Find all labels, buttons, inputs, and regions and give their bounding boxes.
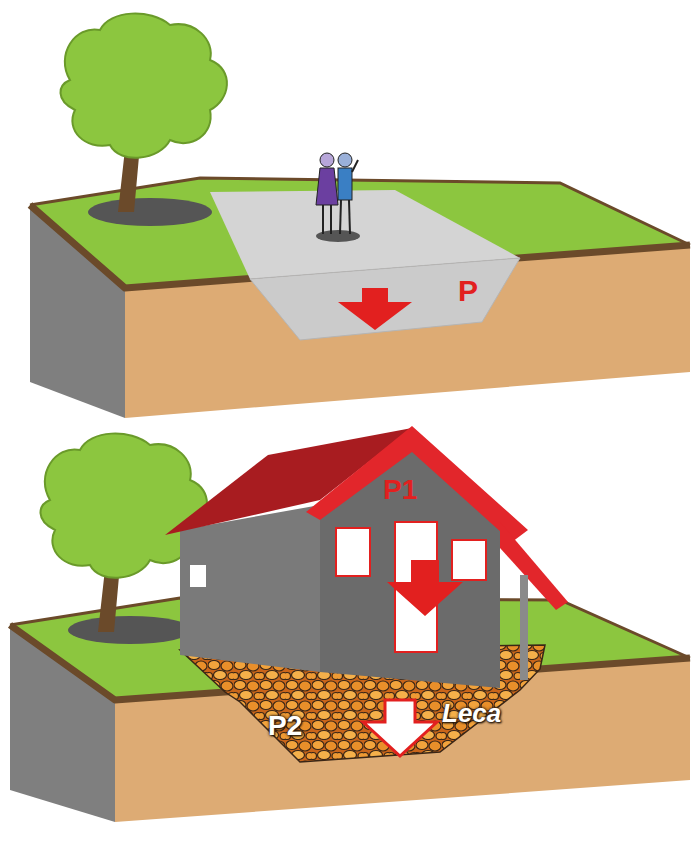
house: [165, 426, 568, 688]
force-label: P1: [383, 476, 417, 504]
brand-watermark: Leca: [442, 700, 501, 726]
force-label: P: [458, 276, 478, 306]
ground-block-top: [30, 178, 690, 418]
tree-top: [60, 14, 226, 226]
force-label: P2: [268, 712, 302, 740]
people-figures: [316, 153, 360, 242]
